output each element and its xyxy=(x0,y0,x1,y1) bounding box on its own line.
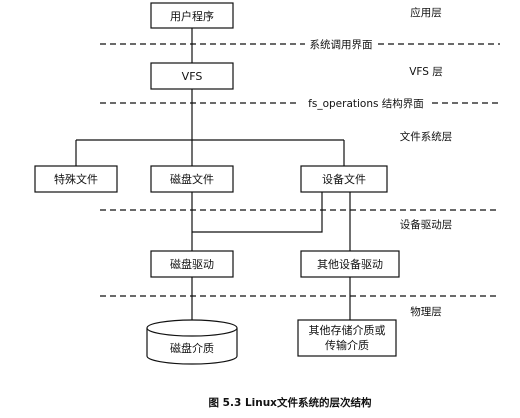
special-file-label: 特殊文件 xyxy=(54,172,98,186)
fs-operations-interface-label: fs_operations 结构界面 xyxy=(308,97,424,110)
other-device-driver-label: 其他设备驱动 xyxy=(317,257,383,271)
disk-media-label: 磁盘介质 xyxy=(170,341,214,355)
disk-file-box: 磁盘文件 xyxy=(150,165,234,193)
connector-devicefile-diskdriver xyxy=(192,192,323,233)
disk-media-cylinder: 磁盘介质 xyxy=(146,319,238,365)
disk-driver-box: 磁盘驱动 xyxy=(150,250,234,278)
layer-vfs-label: VFS 层 xyxy=(409,66,443,78)
device-file-box: 设备文件 xyxy=(300,165,388,193)
layer-filesystem-label: 文件系统层 xyxy=(400,130,453,143)
vfs-box: VFS xyxy=(150,62,234,90)
special-file-box: 特殊文件 xyxy=(34,165,118,193)
layer-physical-label: 物理层 xyxy=(410,305,442,318)
vfs-label: VFS xyxy=(182,70,203,83)
other-media-box: 其他存储介质或 传输介质 xyxy=(297,319,397,357)
other-media-label-line2: 传输介质 xyxy=(325,338,369,352)
user-program-label: 用户程序 xyxy=(170,9,214,23)
disk-driver-label: 磁盘驱动 xyxy=(170,257,214,271)
disk-file-label: 磁盘文件 xyxy=(170,172,214,186)
device-file-label: 设备文件 xyxy=(322,172,366,186)
layer-device-driver-label: 设备驱动层 xyxy=(400,218,453,231)
syscall-interface-label: 系统调用界面 xyxy=(310,38,373,51)
other-device-driver-box: 其他设备驱动 xyxy=(300,250,400,278)
figure-caption: 图 5.3 Linux文件系统的层次结构 xyxy=(209,396,372,409)
user-program-box: 用户程序 xyxy=(150,2,234,29)
layer-application-label: 应用层 xyxy=(410,6,442,19)
other-media-label-line1: 其他存储介质或 xyxy=(309,323,386,337)
